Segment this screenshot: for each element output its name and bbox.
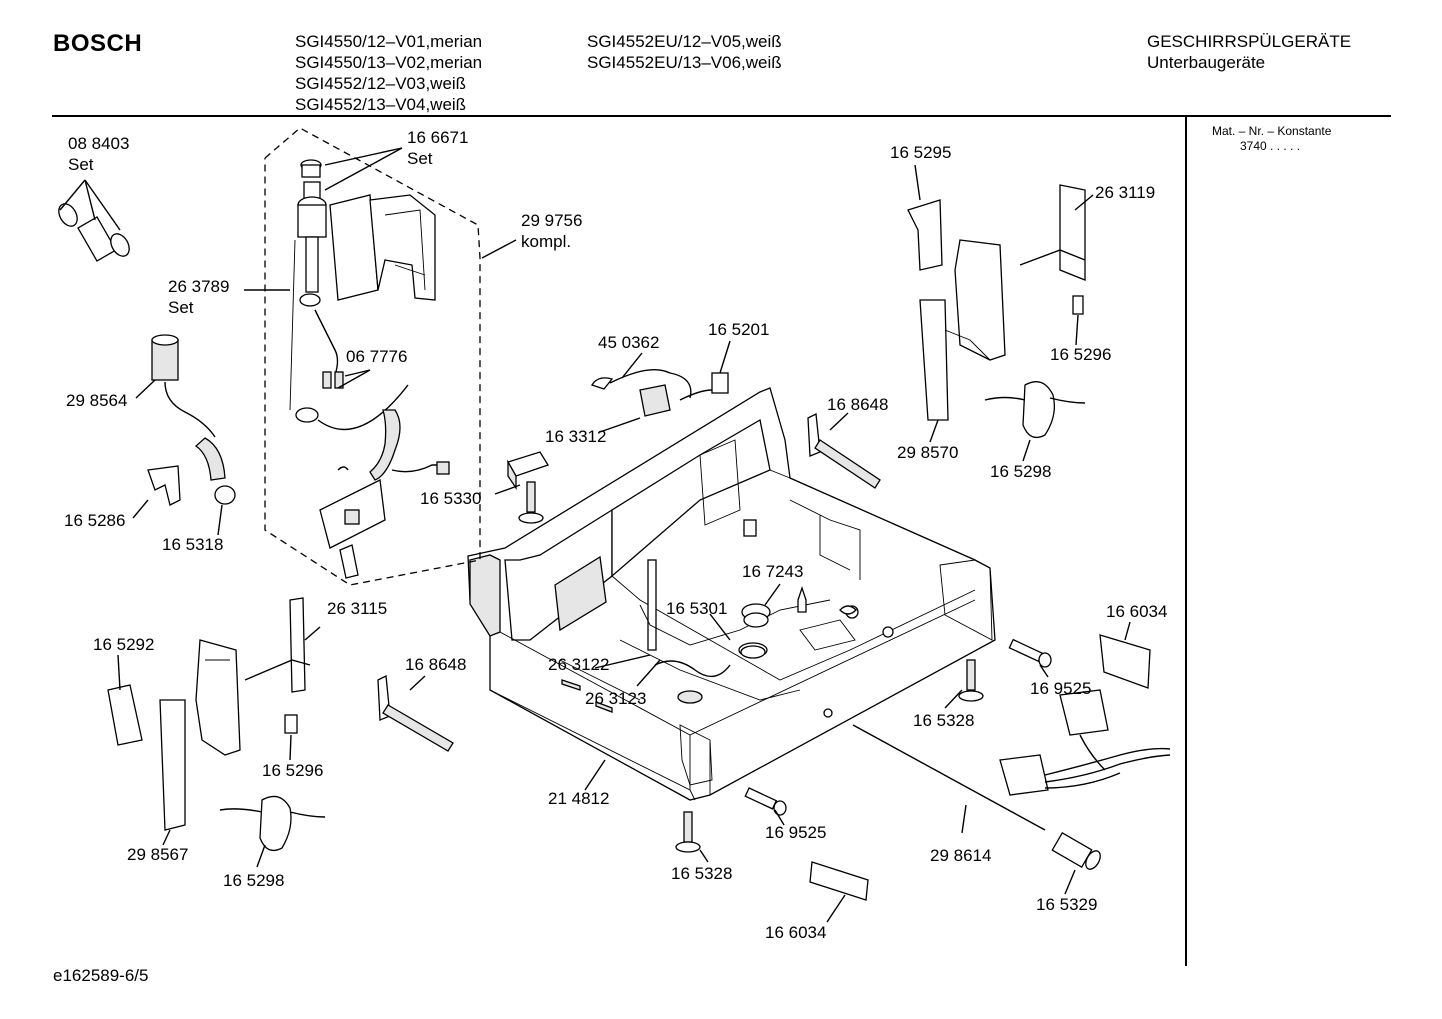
part-label-165296-left: 16 5296 (262, 761, 323, 780)
right-bracket-drawing (907, 184, 1086, 439)
base-tub-drawing (467, 387, 996, 801)
connector-strip-right-drawing (1099, 634, 1151, 689)
part-label-168648-right: 16 8648 (827, 395, 888, 414)
cable-drawing (654, 660, 731, 678)
model-item: SGI4552/13–V04,weiß (295, 95, 467, 114)
foot-screw-bottom-drawing (675, 811, 701, 853)
bolt-bottom-drawing (744, 787, 787, 816)
header-divider (52, 115, 1391, 117)
part-label-299756-note: kompl. (521, 232, 571, 251)
part-label-214812: 21 4812 (548, 789, 609, 808)
material-constant: Mat. – Nr. – Konstante 3740 . . . . . (1212, 124, 1331, 154)
part-label-165298-left: 16 5298 (223, 871, 284, 890)
part-label-067776: 06 7776 (346, 347, 407, 366)
part-label-165330: 16 5330 (420, 489, 481, 508)
part-label-169525-bottom: 16 9525 (765, 823, 826, 842)
bellows-hose-drawing (151, 334, 236, 505)
seal-ring-drawing (740, 603, 771, 659)
part-label-165301: 16 5301 (666, 599, 727, 618)
material-label: Mat. – Nr. – Konstante (1212, 124, 1332, 138)
part-label-165298-right: 16 5298 (990, 462, 1051, 481)
bolt-right-drawing (1008, 638, 1052, 668)
spring-bracket-right-drawing (807, 412, 881, 489)
material-value: 3740 . . . . . (1240, 139, 1301, 153)
part-label-166671-note: Set (407, 149, 433, 168)
part-label-299756: 29 9756 (521, 211, 582, 230)
model-item: SGI4552EU/13–V06,weiß (587, 53, 782, 72)
part-label-165328-right: 16 5328 (913, 711, 974, 730)
model-item: SGI4552/12–V03,weiß (295, 74, 467, 93)
part-label-165328-bottom: 16 5328 (671, 864, 732, 883)
model-item: SGI4552EU/12–V05,weiß (587, 32, 782, 51)
leader-lines (59, 147, 1131, 923)
left-bracket-drawing (107, 597, 326, 852)
connector-strip-bottom-drawing (809, 861, 869, 901)
part-label-167243: 16 7243 (742, 562, 803, 581)
part-label-165295: 16 5295 (890, 143, 951, 162)
clip-drawing (797, 585, 807, 613)
spring-bracket-left-drawing (377, 674, 454, 752)
part-label-165286: 16 5286 (64, 511, 125, 530)
part-label-166671: 16 6671 (407, 128, 468, 147)
part-label-263789: 26 3789 (168, 277, 229, 296)
part-label-263123: 26 3123 (585, 689, 646, 708)
part-label-298614: 29 8614 (930, 846, 991, 865)
sidebar-divider (1185, 117, 1187, 966)
model-item: SGI4550/12–V01,merian (295, 32, 483, 51)
part-label-169525-right: 16 9525 (1030, 679, 1091, 698)
model-list-1: SGI4550/12–V01,merian SGI4550/13–V02,mer… (295, 31, 482, 115)
part-label-163312: 16 3312 (545, 427, 606, 446)
clip-small-drawing (839, 605, 857, 615)
part-label-263122: 26 3122 (548, 655, 609, 674)
category-subtitle: Unterbaugeräte (1147, 53, 1266, 72)
part-label-168648-left: 16 8648 (405, 655, 466, 674)
part-label-165201: 16 5201 (708, 320, 769, 339)
hose-set-drawing (58, 203, 130, 262)
cap-drawing (1051, 831, 1101, 870)
part-label-298570: 29 8570 (897, 443, 958, 462)
model-item: SGI4550/13–V02,merian (295, 53, 483, 72)
brand-logo: BOSCH (53, 30, 143, 57)
part-label-088403-note: Set (68, 155, 94, 174)
part-label-298564: 29 8564 (66, 391, 127, 410)
model-list-2: SGI4552EU/12–V05,weiß SGI4552EU/13–V06,w… (587, 31, 782, 73)
category-block: GESCHIRRSPÜLGERÄTE Unterbaugeräte (1147, 31, 1351, 73)
part-label-165296-right: 16 5296 (1050, 345, 1111, 364)
part-label-165329: 16 5329 (1036, 895, 1097, 914)
foot-screw-right-drawing (958, 659, 984, 702)
part-label-298567: 29 8567 (127, 845, 188, 864)
rod-drawing (852, 724, 1046, 831)
category-title: GESCHIRRSPÜLGERÄTE (1147, 32, 1352, 51)
part-label-450362: 45 0362 (598, 333, 659, 352)
part-label-165318: 16 5318 (162, 535, 223, 554)
dispenser-assembly-drawing (264, 127, 481, 586)
part-label-088403: 08 8403 (68, 134, 129, 153)
disc-drawing (677, 690, 703, 704)
terminal-harness-drawing (999, 689, 1171, 796)
switch-block-drawing (507, 451, 549, 491)
part-label-263119: 26 3119 (1095, 183, 1155, 202)
part-label-263789-note: Set (168, 298, 194, 317)
foot-screw-drawing (518, 481, 544, 524)
part-label-263115: 26 3115 (327, 599, 387, 618)
part-label-166034-bottom: 16 6034 (765, 923, 826, 942)
part-label-166034-right: 16 6034 (1106, 602, 1167, 621)
part-label-165292: 16 5292 (93, 635, 154, 654)
harness-connector-drawing (591, 368, 729, 417)
document-id: e162589-6/5 (53, 966, 149, 985)
bracket-drawing (147, 465, 181, 506)
